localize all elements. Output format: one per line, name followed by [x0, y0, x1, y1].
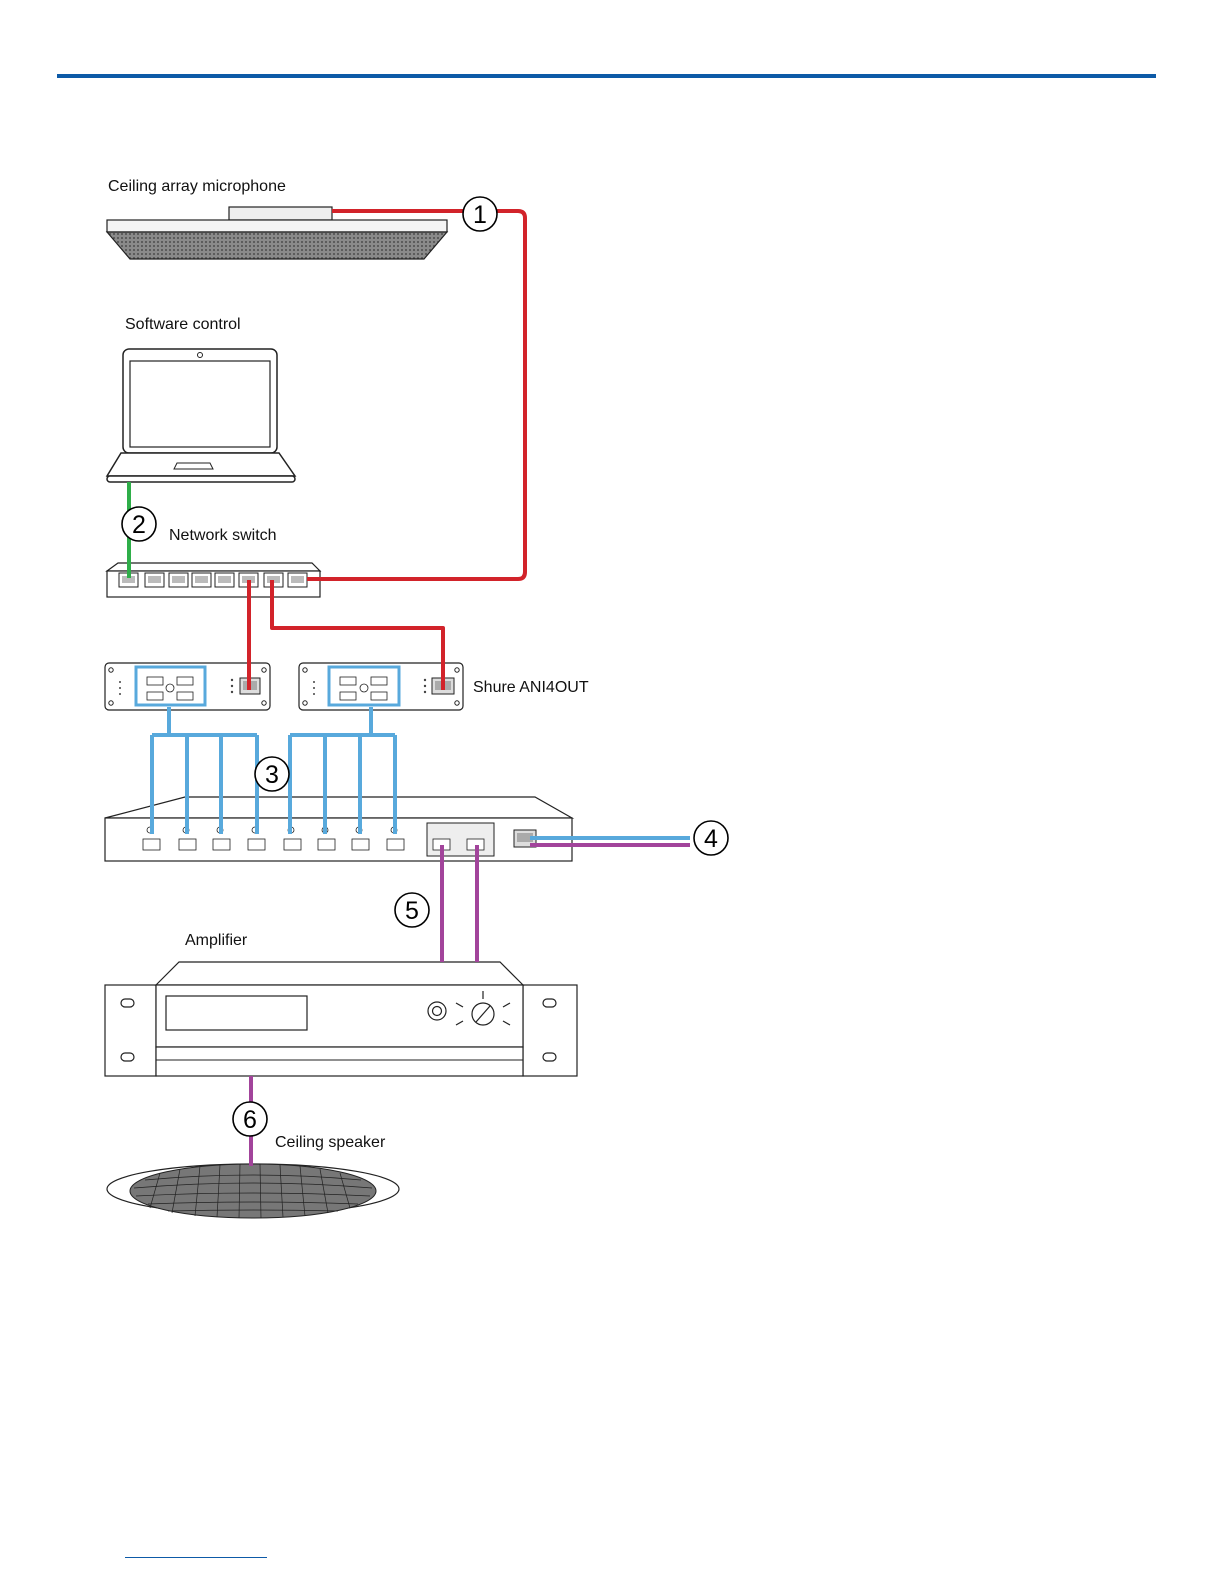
svg-text:1: 1 — [473, 201, 487, 229]
callout-5: 5 — [395, 893, 429, 927]
callout-4: 4 — [694, 821, 728, 855]
ceiling-mic-device — [107, 207, 447, 259]
svg-text:3: 3 — [265, 761, 279, 789]
processor-device — [105, 797, 572, 861]
footer-link-underline — [125, 1557, 267, 1558]
amplifier-device — [105, 962, 577, 1076]
svg-text:2: 2 — [132, 511, 146, 539]
laptop-device — [107, 349, 295, 482]
network-switch-device — [107, 563, 320, 597]
callout-6: 6 — [233, 1102, 267, 1136]
svg-text:6: 6 — [243, 1106, 257, 1134]
network-cables — [249, 211, 525, 690]
svg-text:4: 4 — [704, 825, 718, 853]
svg-text:5: 5 — [405, 897, 419, 925]
callout-1: 1 — [463, 197, 497, 231]
ceiling-speaker-device — [107, 1164, 399, 1218]
callout-2: 2 — [122, 507, 156, 541]
ani4out-unit-left — [105, 663, 270, 710]
callout-3: 3 — [255, 757, 289, 791]
ani4out-unit-right — [299, 663, 463, 710]
